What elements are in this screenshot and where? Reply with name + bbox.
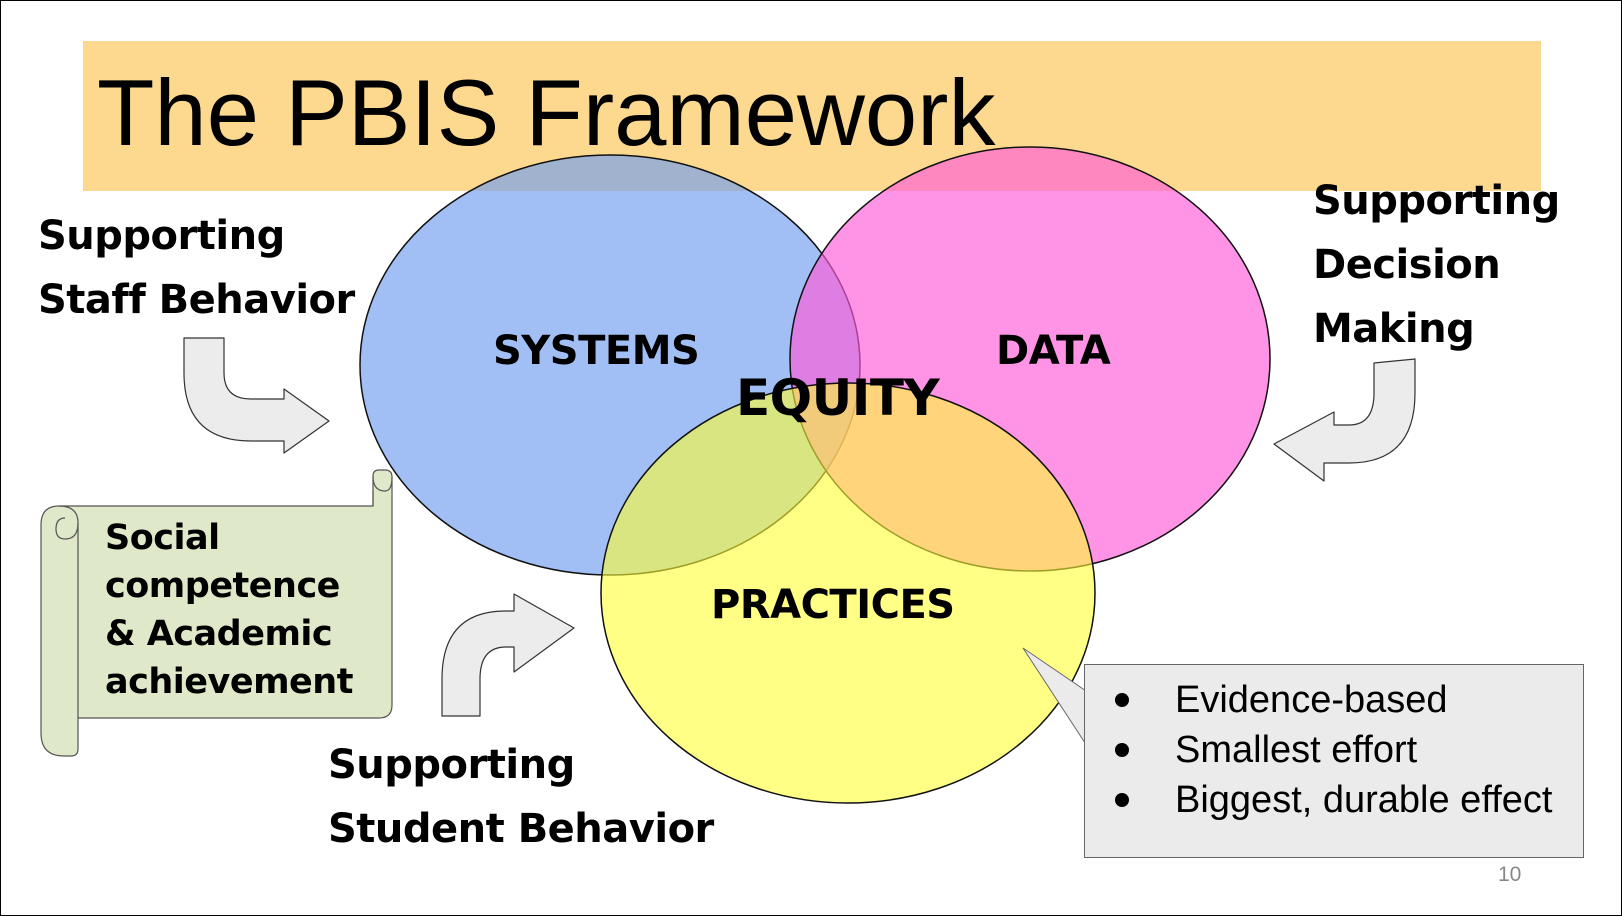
slide-title: The PBIS Framework [97,60,996,165]
bullet-text: Smallest effort [1175,729,1418,771]
page-number: 10 [1498,863,1522,886]
data-label: DATA [996,328,1111,374]
decision-making-line-2: Decision [1313,242,1501,288]
bullet-dot-icon [1115,743,1129,757]
outcome-label: Social competence & Academic achievement [105,514,353,706]
decision-making-line-3: Making [1313,306,1475,352]
practices-circle [600,382,1096,804]
decision-making-arrow [1273,358,1416,482]
practices-callout-box: Evidence-based Smallest effort Biggest, … [1084,664,1584,858]
bullet-dot-icon [1115,693,1129,707]
outcome-line-2: competence [105,566,340,606]
equity-label: EQUITY [736,369,940,427]
outcome-line-3: & Academic [105,614,333,654]
bullet-item: Smallest effort [1113,725,1552,775]
student-behavior-arrow [441,593,575,717]
student-behavior-label: Supporting Student Behavior [328,733,714,861]
staff-behavior-line-1: Supporting [38,213,285,259]
staff-behavior-label: Supporting Staff Behavior [38,204,355,332]
practices-bullet-list: Evidence-based Smallest effort Biggest, … [1113,675,1552,825]
outcome-line-4: achievement [105,662,353,702]
bullet-item: Biggest, durable effect [1113,775,1552,825]
student-behavior-line-1: Supporting [328,742,575,788]
staff-behavior-arrow [183,337,330,454]
student-behavior-line-2: Student Behavior [328,806,714,852]
bullet-item: Evidence-based [1113,675,1552,725]
bullet-dot-icon [1115,793,1129,807]
systems-label: SYSTEMS [493,328,700,374]
practices-label: PRACTICES [711,582,955,628]
staff-behavior-line-2: Staff Behavior [38,277,355,323]
decision-making-line-1: Supporting [1313,178,1560,224]
bullet-text: Evidence-based [1175,679,1448,721]
bullet-text: Biggest, durable effect [1175,779,1553,821]
outcome-scroll [40,469,393,757]
title-band [83,41,1541,191]
decision-making-label: Supporting Decision Making [1313,169,1560,361]
outcome-line-1: Social [105,518,220,558]
